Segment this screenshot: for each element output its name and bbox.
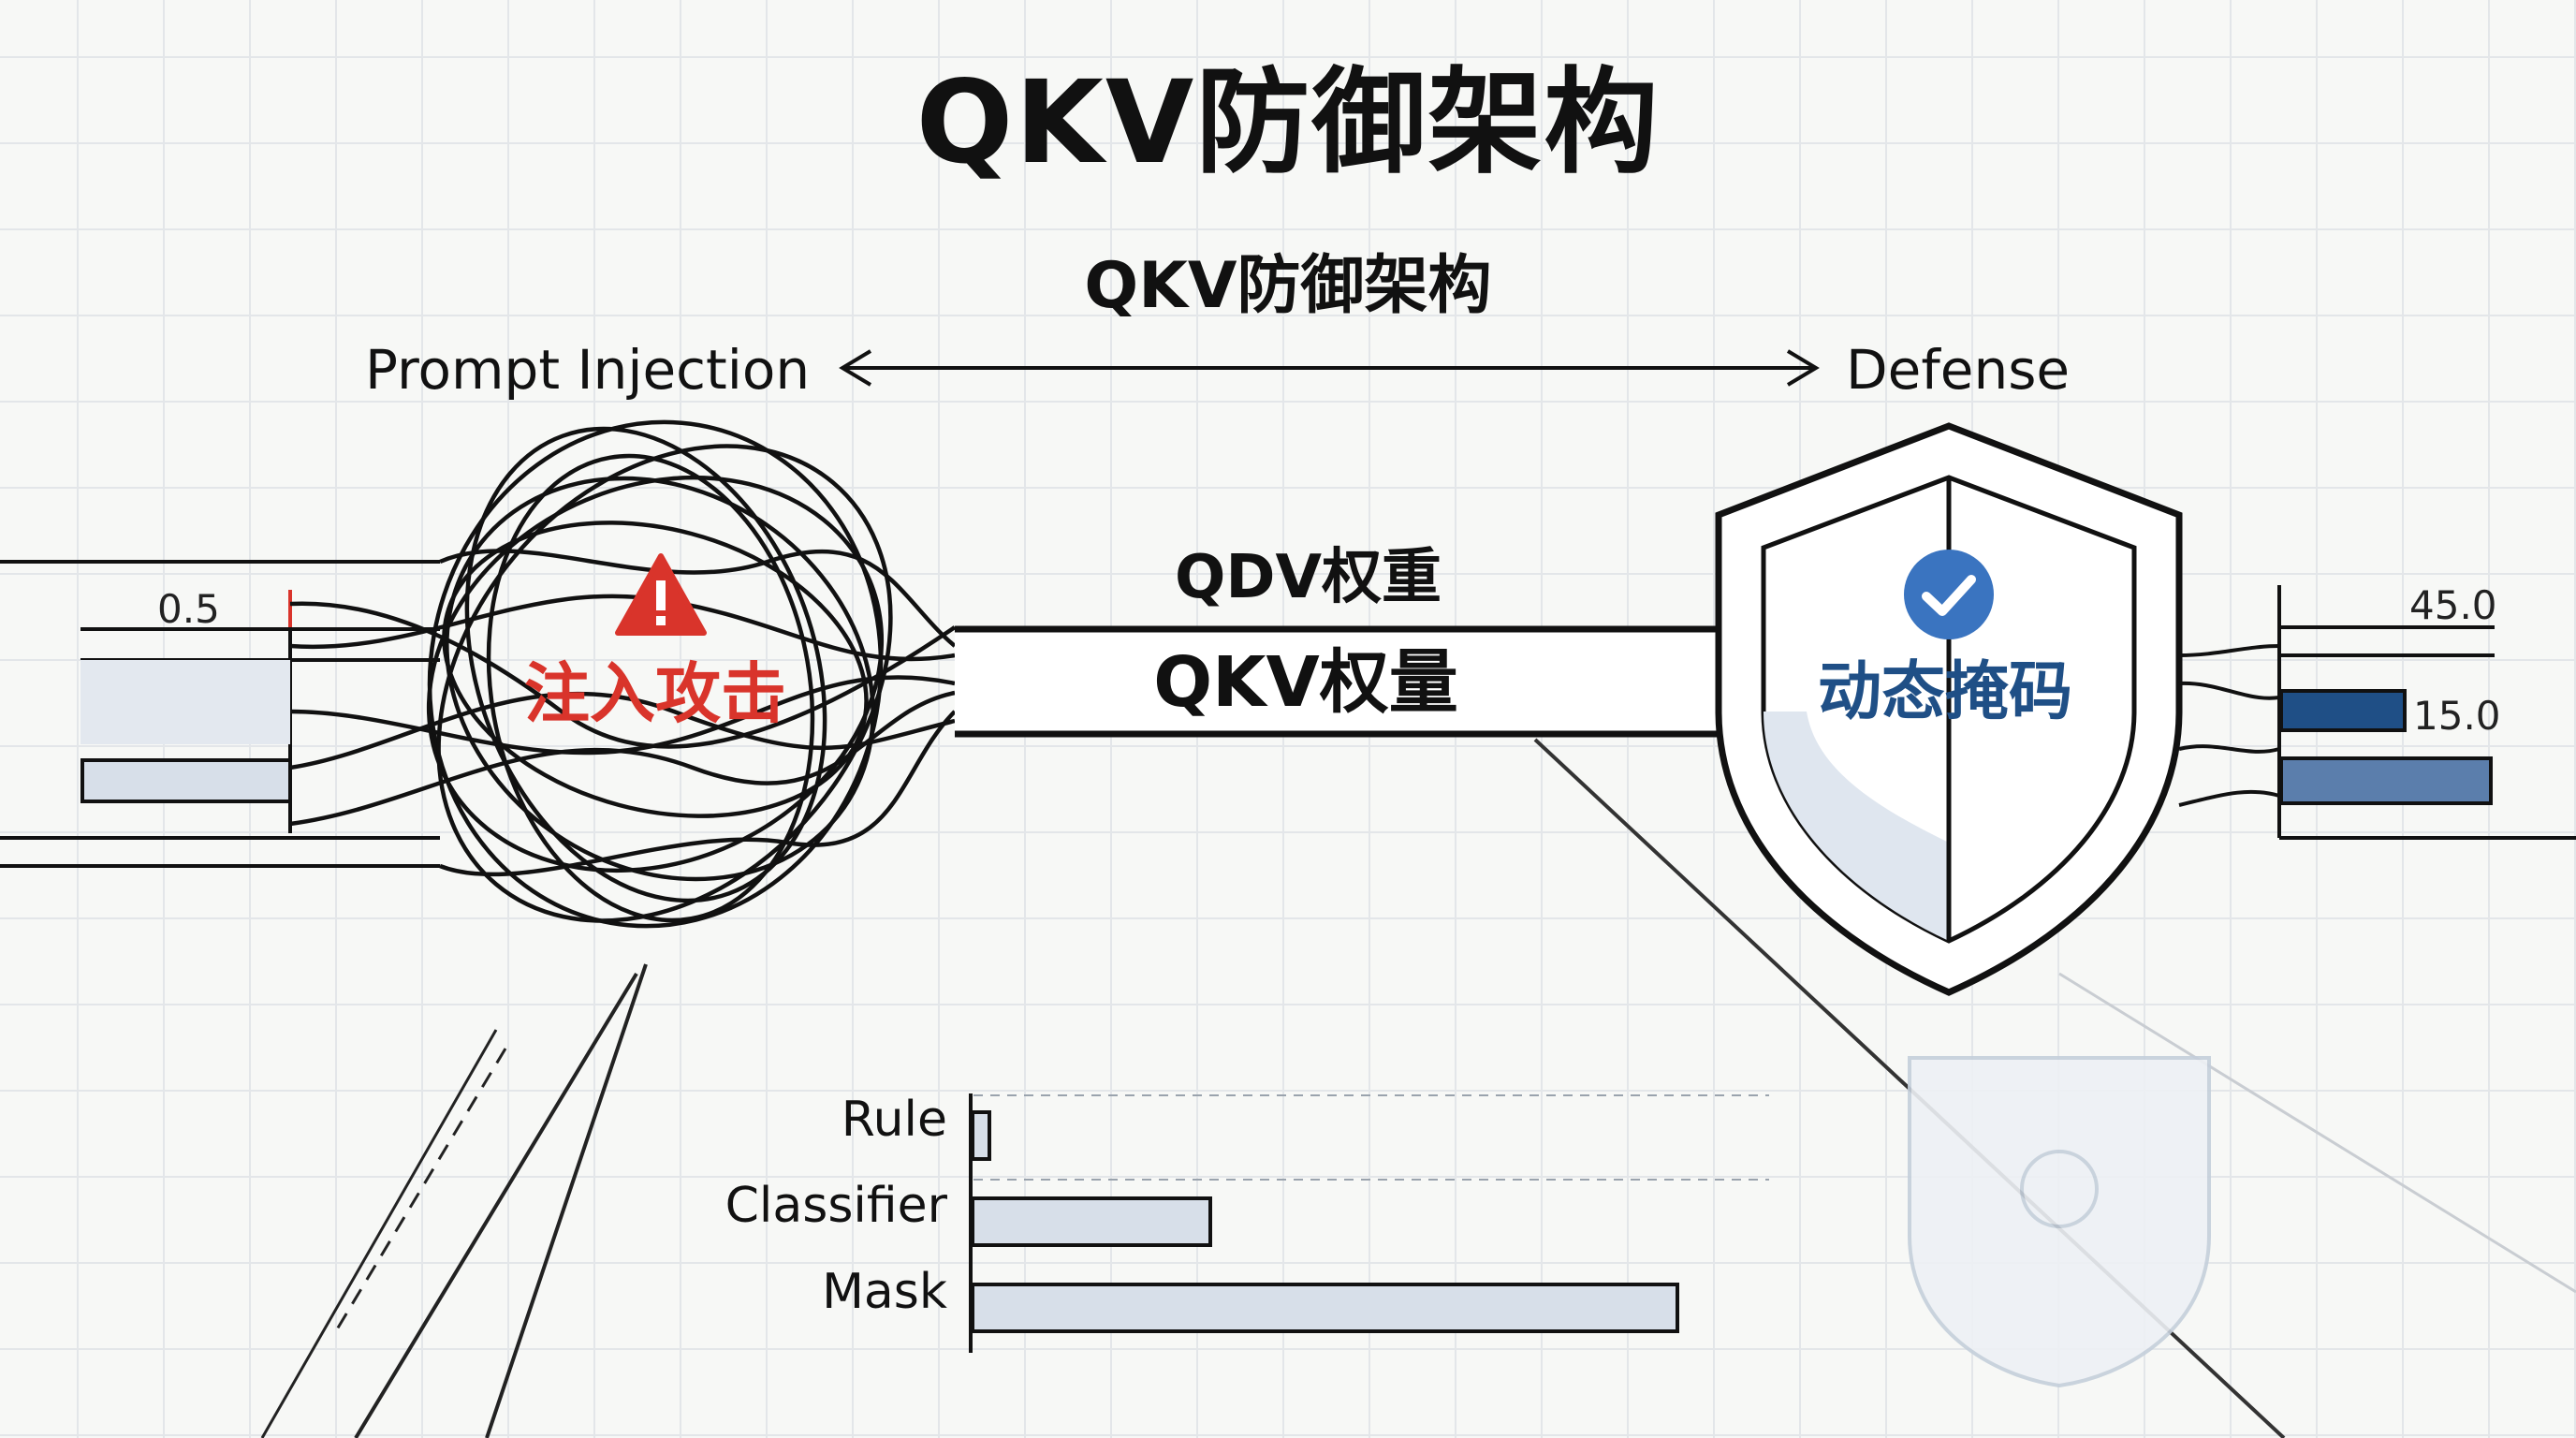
prompt-injection-label: Prompt Injection [365, 338, 811, 402]
left-value: 0.5 [157, 586, 220, 632]
bar-chart-gridlines [973, 1094, 1769, 1181]
left-input-bar [80, 758, 292, 803]
ghost-shield [1908, 1056, 2211, 1388]
lower-flow-label: QKV权量 [1153, 642, 1458, 723]
bar-mask [971, 1283, 1679, 1333]
right-value-1: 45.0 [2409, 582, 2497, 628]
bar-label-rule: Rule [841, 1092, 947, 1148]
bar-classifier [971, 1196, 1212, 1247]
left-input-block [80, 660, 290, 744]
subtitle: QKV防御架构 [1084, 249, 1492, 323]
right-output-bar-dark [2279, 689, 2407, 732]
double-arrow [839, 349, 1820, 387]
shield-icon [1715, 422, 2183, 996]
attack-label: 注入攻击 [524, 655, 786, 732]
bar-label-mask: Mask [822, 1264, 947, 1320]
check-circle-icon [1904, 550, 1994, 639]
upper-flow-label: QDV权重 [1175, 543, 1442, 612]
defense-label: Defense [1846, 338, 2071, 402]
main-title: QKV防御架构 [915, 56, 1661, 189]
right-value-2: 15.0 [2413, 693, 2501, 739]
right-output-bar-light [2279, 756, 2493, 805]
bar-label-classifier: Classifier [724, 1178, 947, 1234]
warning-triangle-icon [615, 553, 707, 636]
injection-knot [289, 419, 957, 929]
right-output-lines [2178, 585, 2576, 840]
bar-rule [971, 1110, 991, 1161]
dynamic-mask-label: 动态掩码 [1818, 655, 2073, 729]
perspective-lines [260, 738, 2576, 1438]
